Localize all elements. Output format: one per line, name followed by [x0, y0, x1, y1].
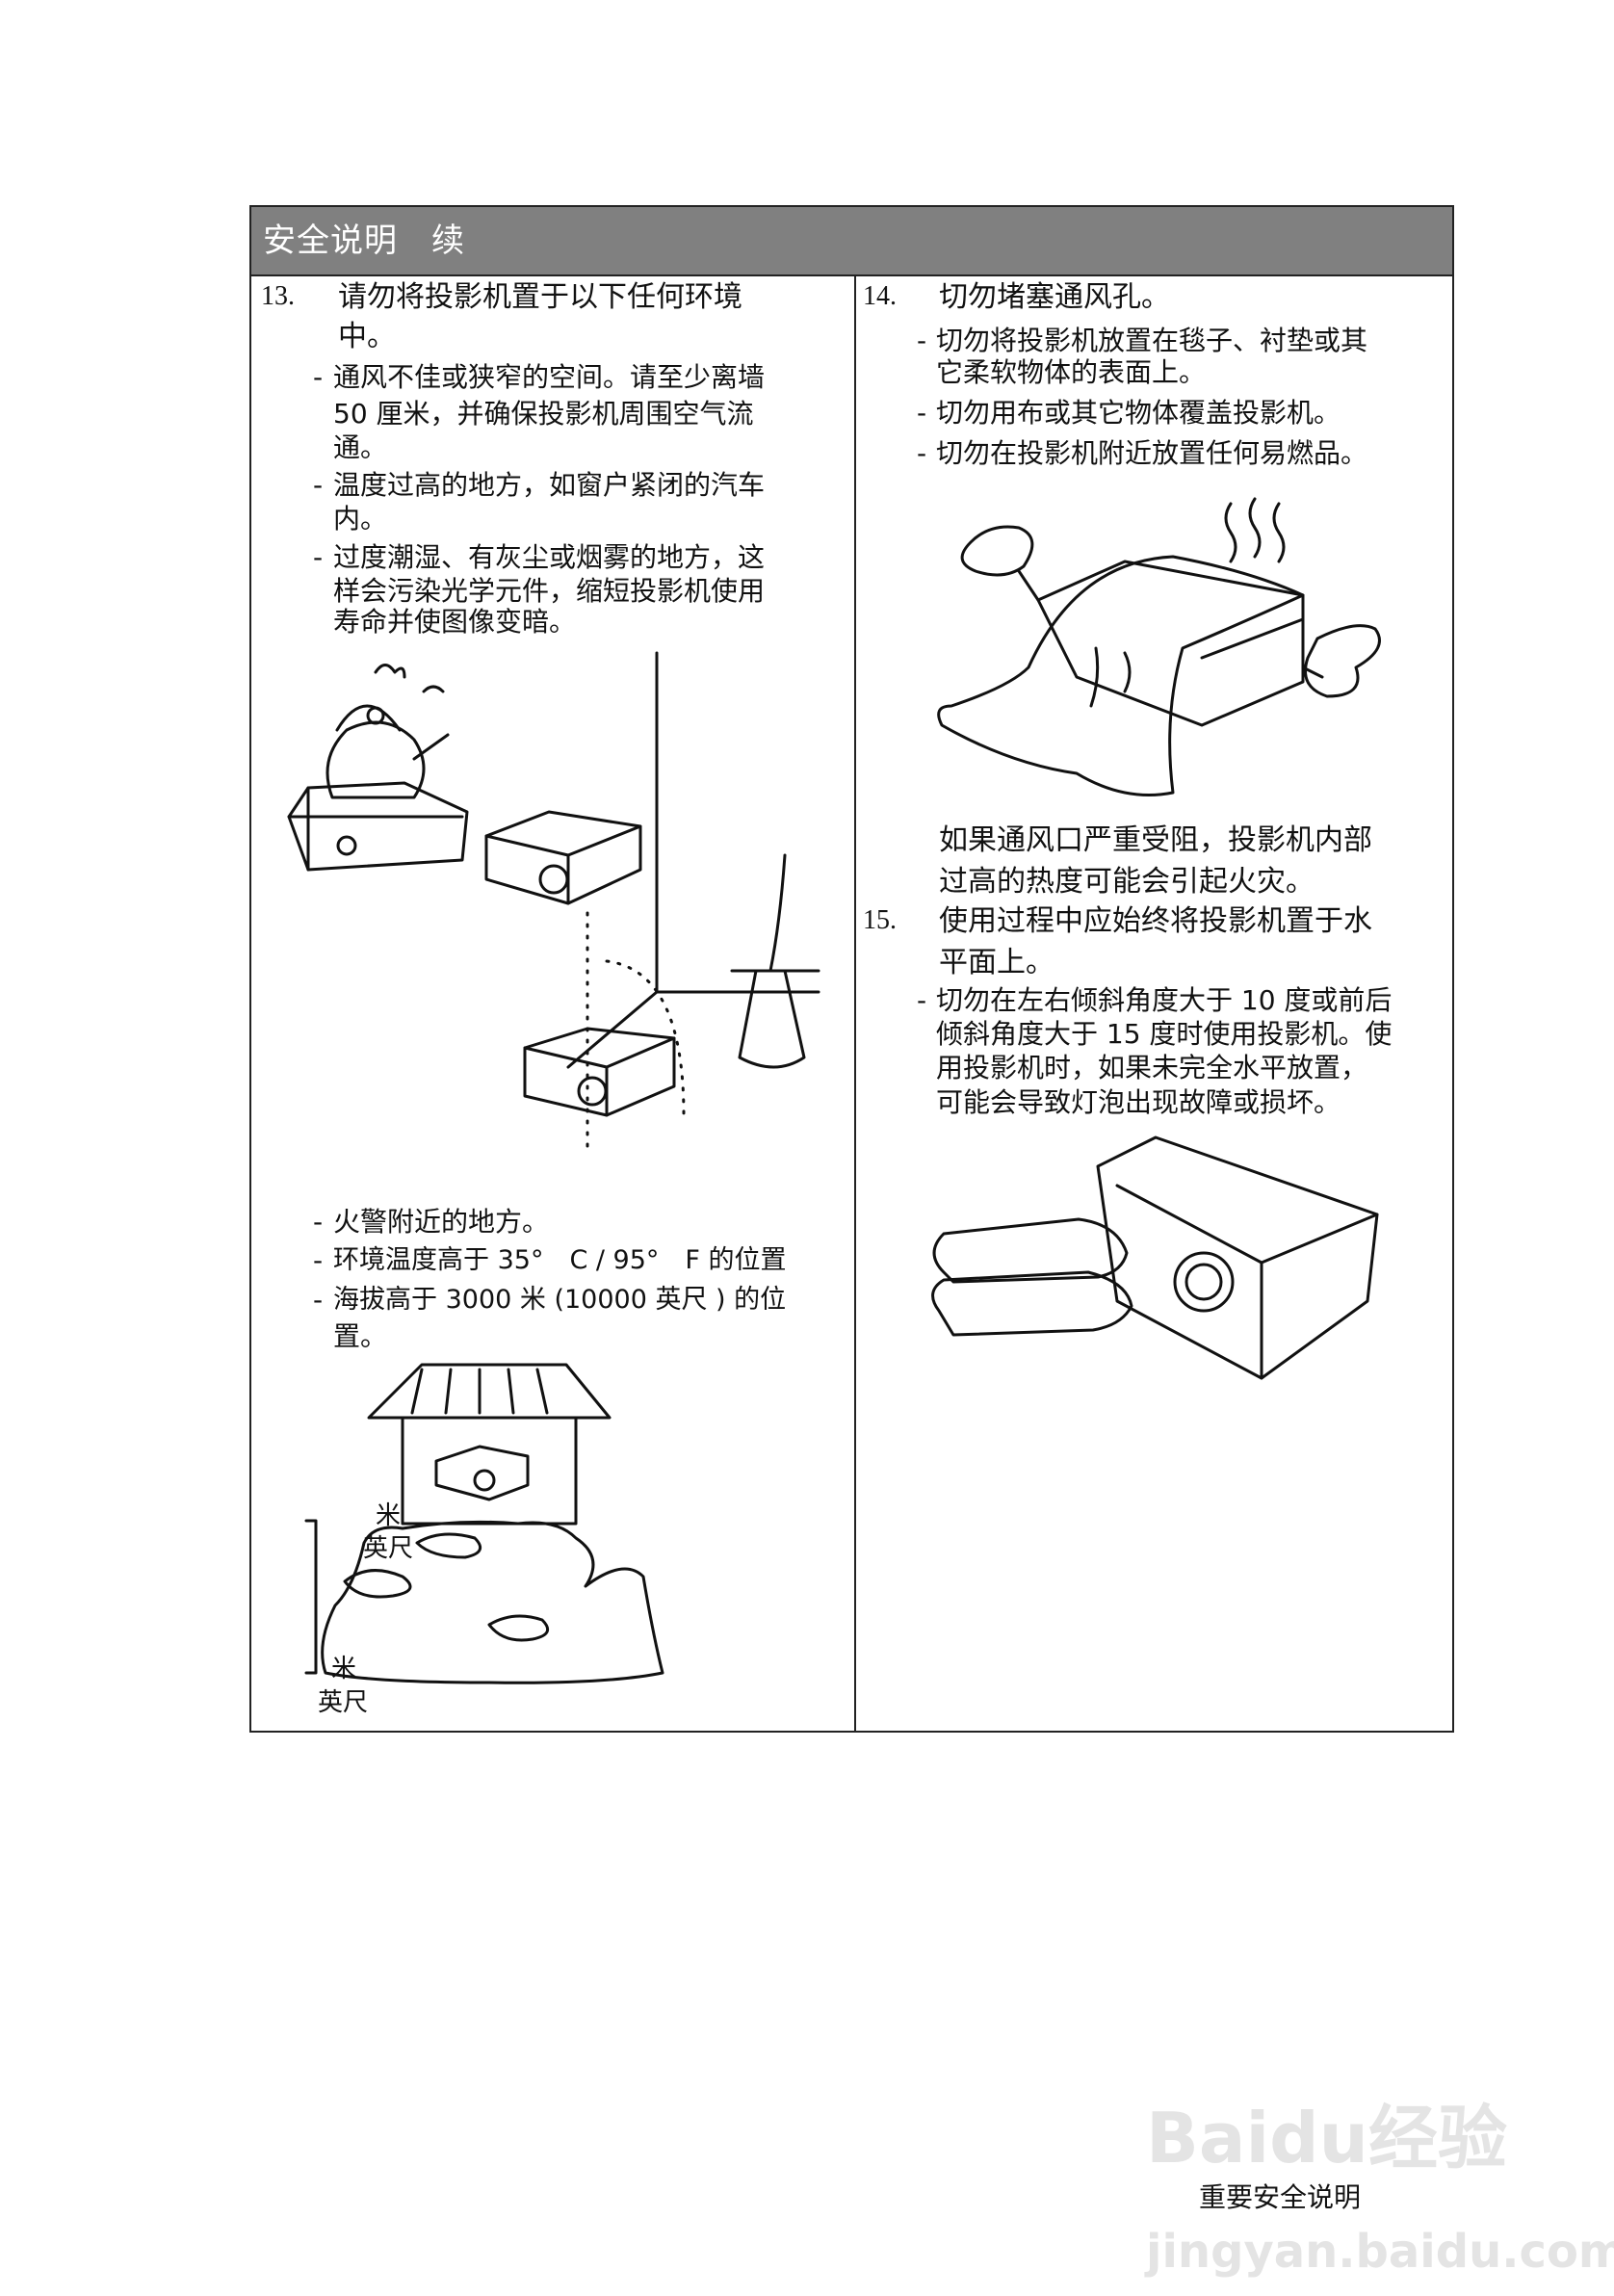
- altitude-mountain-illustration: [304, 1363, 664, 1684]
- bullet-text: 样会污染光学元件，缩短投影机使用: [333, 575, 766, 607]
- bullet-text: 通风不佳或狭窄的空间。请至少离墙: [333, 361, 766, 393]
- safety-table: 安全说明 续: [249, 205, 1454, 1733]
- bullet-text: 置。: [333, 1320, 388, 1352]
- house-drawing: [367, 1363, 612, 1526]
- bullet-dash: -: [313, 1284, 324, 1316]
- altitude-label-bottom-ft: 英尺: [318, 1688, 369, 1717]
- bullet-dash: -: [313, 469, 324, 501]
- mountain-drawing: [321, 1520, 664, 1684]
- baidu-watermark-url: jingyan.baidu.com: [1146, 2225, 1614, 2279]
- bullet-dash: -: [313, 1206, 324, 1238]
- covered-projector-illustration: [937, 497, 1381, 796]
- altitude-label-bottom-m: 米: [331, 1655, 357, 1683]
- altitude-label-top-m: 米: [376, 1501, 402, 1530]
- bullet-text: 倾斜角度大于 15 度时使用投影机。使: [936, 1018, 1393, 1050]
- right-hand-drawing: [1301, 624, 1381, 698]
- bullet-text: 它柔软物体的表面上。: [936, 356, 1207, 388]
- altitude-label-top-ft: 英尺: [363, 1534, 414, 1563]
- bullet-dash: -: [313, 541, 324, 573]
- item-13-text-cont: 中。: [338, 320, 396, 353]
- item-15-text: 使用过程中应始终将投影机置于水: [939, 904, 1372, 938]
- warning-text: 如果通风口严重受阻，投影机内部: [939, 823, 1372, 857]
- bullet-text: 可能会导致灯泡出现故障或损坏。: [936, 1086, 1341, 1118]
- item-13-text: 请勿将投影机置于以下任何环境: [338, 280, 742, 314]
- item-number-14: 14.: [863, 281, 897, 311]
- bullet-dash: -: [917, 325, 927, 356]
- altitude-scale-line: [304, 1519, 318, 1675]
- warning-text: 过高的热度可能会引起火灾。: [939, 865, 1315, 899]
- bullet-text: 内。: [333, 503, 388, 535]
- bullet-text: 通。: [333, 431, 388, 463]
- bullet-dash: -: [313, 1244, 324, 1276]
- stove-kettle-drawing: [287, 664, 469, 872]
- tilted-projector-illustration: [931, 1135, 1379, 1380]
- projector-drawing: [1036, 560, 1305, 727]
- projector-on-floor-drawing: [523, 1027, 676, 1117]
- blanket-drawing: [937, 555, 1305, 796]
- cushions-drawing: [931, 1217, 1133, 1337]
- bullet-dash: -: [313, 361, 324, 393]
- bullet-dash: -: [917, 397, 927, 429]
- item-14-text: 切勿堵塞通风孔。: [939, 280, 1170, 314]
- bullet-text: 切勿在左右倾斜角度大于 10 度或前后: [936, 984, 1393, 1016]
- baidu-watermark-logo: Baidu经验: [1146, 2098, 1507, 2179]
- projector-near-wall-drawing: [484, 810, 642, 905]
- bullet-dash: -: [917, 984, 927, 1016]
- item-15-text-cont: 平面上。: [939, 946, 1054, 979]
- projector-drawing: [1096, 1135, 1379, 1380]
- bullet-text: 海拔高于 3000 米 (10000 英尺 ) 的位: [333, 1285, 787, 1315]
- bullet-text: 50 厘米，并确保投影机周围空气流: [333, 398, 754, 430]
- bullet-text: 过度潮湿、有灰尘或烟雾的地方，这: [333, 541, 766, 573]
- bullet-text: 火警附近的地方。: [333, 1206, 550, 1238]
- column-divider: [854, 276, 856, 1733]
- broom-drawing: [730, 853, 820, 1069]
- bullet-text: 寿命并使图像变暗。: [333, 606, 577, 638]
- hazard-environment-illustration: [287, 651, 820, 1156]
- bullet-text: 切勿将投影机放置在毯子、衬垫或其: [936, 325, 1368, 356]
- bullet-text: 切勿用布或其它物体覆盖投影机。: [936, 397, 1341, 429]
- item-number-15: 15.: [863, 905, 897, 935]
- footer-section-name: 重要安全说明: [1199, 2181, 1362, 2213]
- bullet-text: 切勿在投影机附近放置任何易燃品。: [936, 437, 1368, 469]
- bullet-text: 环境温度高于 35° C / 95° F 的位置: [333, 1245, 787, 1275]
- wall-line: [566, 651, 820, 1069]
- table-header: 安全说明 续: [251, 207, 1452, 276]
- bullet-text: 用投影机时，如果未完全水平放置，: [936, 1052, 1368, 1083]
- bullet-dash: -: [917, 437, 927, 469]
- section-title: 安全说明 续: [263, 222, 465, 260]
- item-number-13: 13.: [261, 281, 295, 311]
- heat-waves: [1224, 497, 1286, 563]
- left-hand-drawing: [960, 525, 1040, 602]
- bullet-text: 温度过高的地方，如窗户紧闭的汽车: [333, 469, 766, 501]
